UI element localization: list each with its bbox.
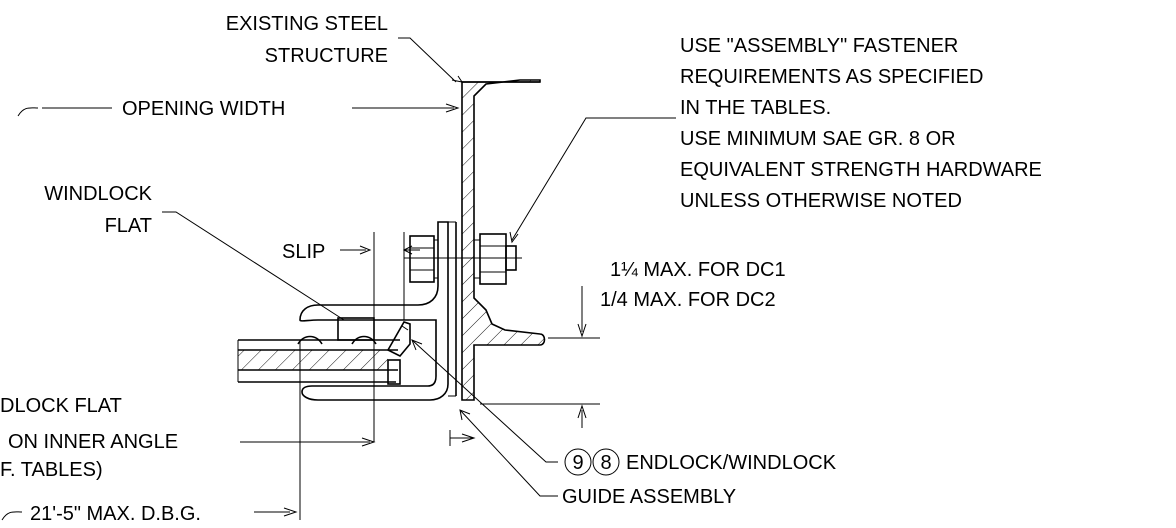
callout-8: 8	[592, 448, 620, 476]
guide-angle	[299, 221, 457, 401]
endlock-windlock-label: ENDLOCK/WINDLOCK	[626, 452, 837, 474]
dbg-max-label: 21'-5" MAX. D.B.G.	[30, 503, 201, 525]
max-dc1-label: 1¼ MAX. FOR DC1	[610, 259, 786, 281]
assembly-note-line3: IN THE TABLES.	[680, 97, 831, 119]
assembly-note-line5: EQUIVALENT STRENGTH HARDWARE	[680, 159, 1042, 181]
curtain-slat	[237, 317, 411, 385]
windlock-flat-label-line1: WINDLOCK	[44, 183, 152, 205]
endlock-flat-label-line1: DLOCK FLAT	[0, 395, 122, 417]
opening-width-label: OPENING WIDTH	[122, 98, 285, 120]
windlock-flat-label-line2: FLAT	[105, 215, 152, 237]
callout-9: 9	[564, 448, 592, 476]
guide-assembly-label: GUIDE ASSEMBLY	[562, 486, 736, 508]
existing-steel-channel	[461, 79, 546, 401]
bolt-assembly	[404, 233, 522, 285]
assembly-note-line2: REQUIREMENTS AS SPECIFIED	[680, 66, 983, 88]
existing-steel-label-line2: STRUCTURE	[265, 45, 388, 67]
endlock-flat-label-line3: F. TABLES)	[0, 459, 103, 481]
assembly-note-line1: USE "ASSEMBLY" FASTENER	[680, 35, 958, 57]
annotation-lines	[1, 37, 676, 521]
callout-8-text: 8	[600, 452, 611, 474]
slip-label: SLIP	[282, 241, 325, 263]
endlock-flat-label-line2: ON INNER ANGLE	[8, 431, 178, 453]
callout-9-text: 9	[572, 452, 583, 474]
assembly-note-line6: UNLESS OTHERWISE NOTED	[680, 190, 962, 212]
existing-steel-label-line1: EXISTING STEEL	[226, 13, 388, 35]
assembly-note-line4: USE MINIMUM SAE GR. 8 OR	[680, 128, 956, 150]
max-dc2-label: 1/4 MAX. FOR DC2	[600, 289, 776, 311]
